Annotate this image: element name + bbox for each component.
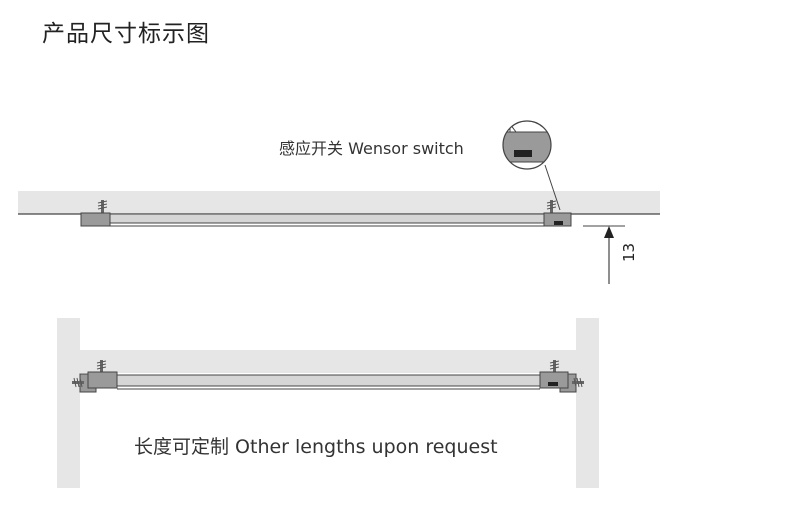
sensor-window bbox=[554, 221, 563, 225]
height-dimension bbox=[583, 213, 625, 284]
light-bar bbox=[109, 213, 545, 224]
ceiling-mount-view bbox=[18, 120, 660, 284]
end-cap-left bbox=[80, 212, 111, 227]
screw-icon bbox=[546, 200, 557, 214]
sensor-switch-label: 感应开关 Wensor switch bbox=[279, 139, 464, 158]
screw-icon bbox=[72, 377, 84, 388]
left-wall bbox=[57, 318, 80, 488]
end-cap-left bbox=[87, 371, 118, 389]
screw-icon bbox=[549, 360, 560, 374]
ceiling-slab-between-walls bbox=[80, 350, 576, 373]
sensor-window bbox=[548, 382, 558, 386]
arrow-up-icon bbox=[604, 226, 614, 238]
dimension-label: 13 bbox=[620, 242, 638, 262]
custom-length-label: 长度可定制 Other lengths upon request bbox=[134, 436, 498, 458]
wall-mount-view bbox=[57, 318, 599, 488]
screw-icon bbox=[96, 360, 107, 374]
screw-icon bbox=[572, 377, 584, 388]
end-cap-right bbox=[539, 371, 569, 389]
light-bar bbox=[116, 374, 541, 387]
screw-icon bbox=[97, 200, 108, 214]
sensor-callout-magnifier bbox=[502, 120, 552, 170]
page-title: 产品尺寸标示图 bbox=[42, 21, 210, 47]
ceiling-slab bbox=[18, 191, 660, 214]
right-wall bbox=[576, 318, 599, 488]
end-cap-right bbox=[543, 212, 572, 227]
callout-leader-line bbox=[544, 164, 561, 211]
